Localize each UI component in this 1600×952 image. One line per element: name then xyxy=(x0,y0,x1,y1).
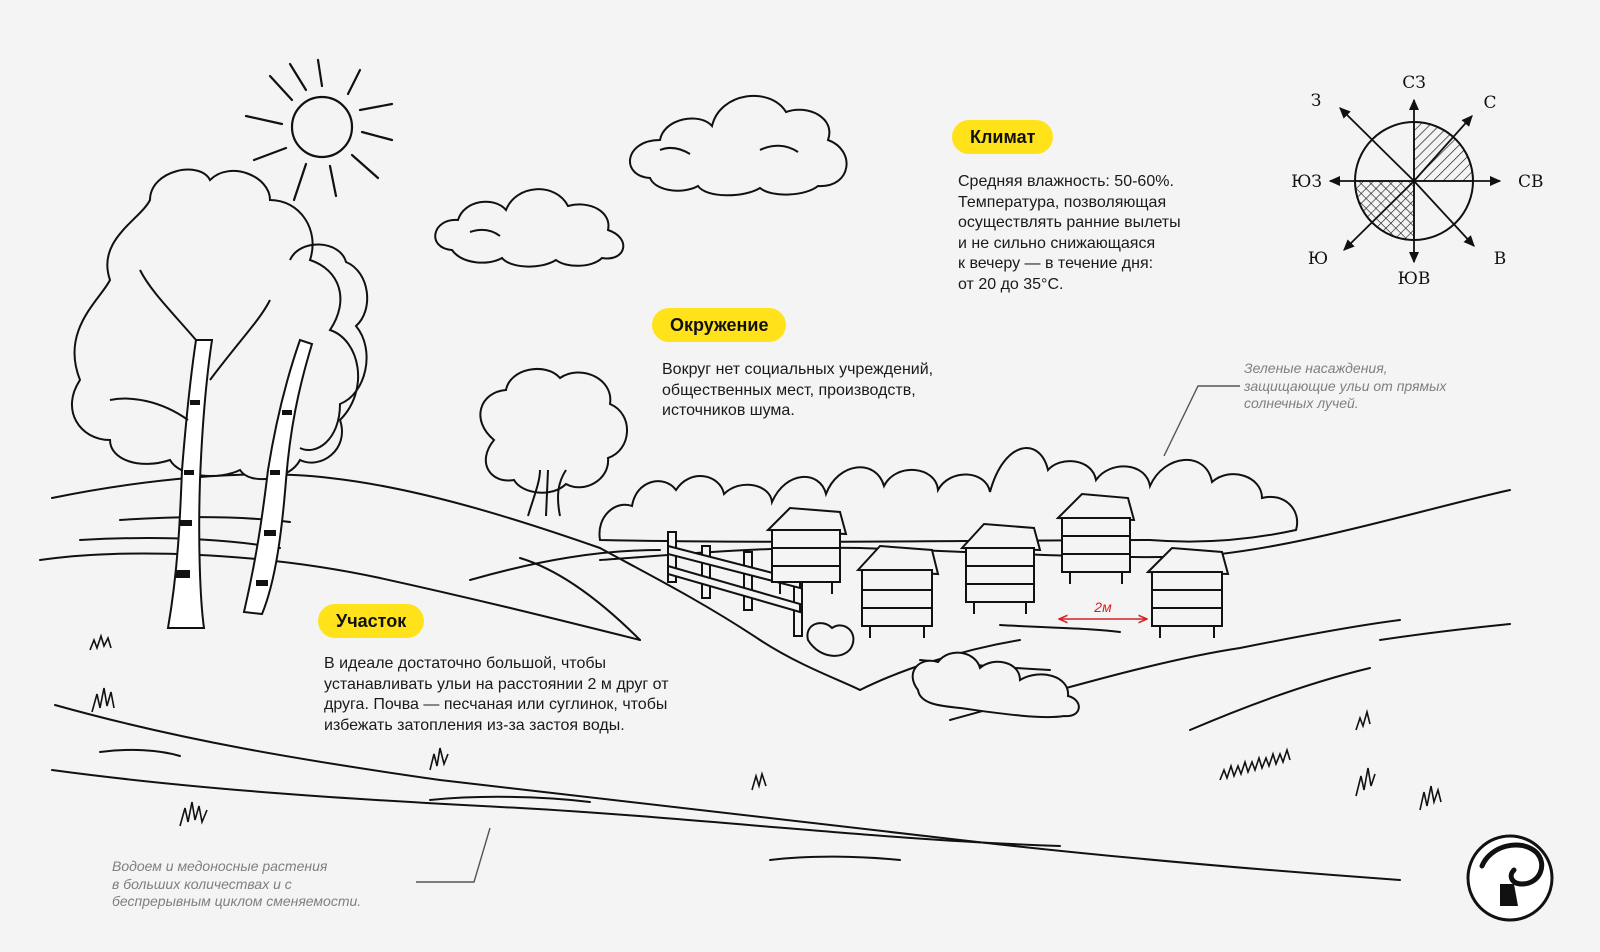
climate-text: Средняя влажность: 50-60%. Температура, … xyxy=(958,173,1181,293)
beehive xyxy=(855,544,940,638)
water-body-note: Водоем и медоносные растения в больших к… xyxy=(112,858,362,909)
compass-label-bottom-right: В xyxy=(1494,249,1507,269)
compass-label-bottom-left: Ю xyxy=(1308,249,1328,269)
distance-marker: 2м xyxy=(1060,599,1146,619)
distance-label: 2м xyxy=(1093,599,1112,615)
plot-text: В идеале достаточно большой, чтобы устан… xyxy=(324,655,669,734)
grass-tufts xyxy=(89,633,1442,827)
leader-lines xyxy=(416,385,1240,883)
beehive xyxy=(1055,492,1136,584)
compass-label-top-right: С xyxy=(1483,93,1496,113)
hills xyxy=(39,473,1511,881)
compass-label-bottom: ЮВ xyxy=(1398,269,1431,289)
fence xyxy=(667,531,803,637)
birch-bark-marks xyxy=(176,400,292,586)
foreground-bushes xyxy=(806,622,1080,719)
climate-title: Климат xyxy=(952,120,1054,154)
green-plantings-note: Зеленые насаждения, защищающие ульи от п… xyxy=(1244,360,1447,411)
plot-title: Участок xyxy=(318,604,425,638)
bush-tree xyxy=(479,368,628,517)
compass-label-top: СЗ xyxy=(1402,73,1426,93)
compass-label-right: СВ xyxy=(1518,172,1544,192)
cloud-icon xyxy=(434,188,625,268)
surroundings-title: Окружение xyxy=(652,308,787,342)
compass-rose: СЗ С СВ В ЮВ Ю ЮЗ З xyxy=(1291,73,1543,289)
cloud-icon xyxy=(628,95,848,197)
beehive xyxy=(1145,546,1230,638)
surroundings-text: Вокруг нет социальных учреждений, общест… xyxy=(662,361,934,419)
sun-icon xyxy=(244,58,394,202)
treeline xyxy=(598,447,1299,543)
beehive xyxy=(959,522,1042,614)
compass-label-top-left: З xyxy=(1311,91,1322,111)
birch-trees xyxy=(70,168,369,629)
beehive xyxy=(765,506,848,594)
ram-head-logo-icon xyxy=(1466,834,1554,922)
compass-label-left: ЮЗ xyxy=(1291,172,1322,192)
